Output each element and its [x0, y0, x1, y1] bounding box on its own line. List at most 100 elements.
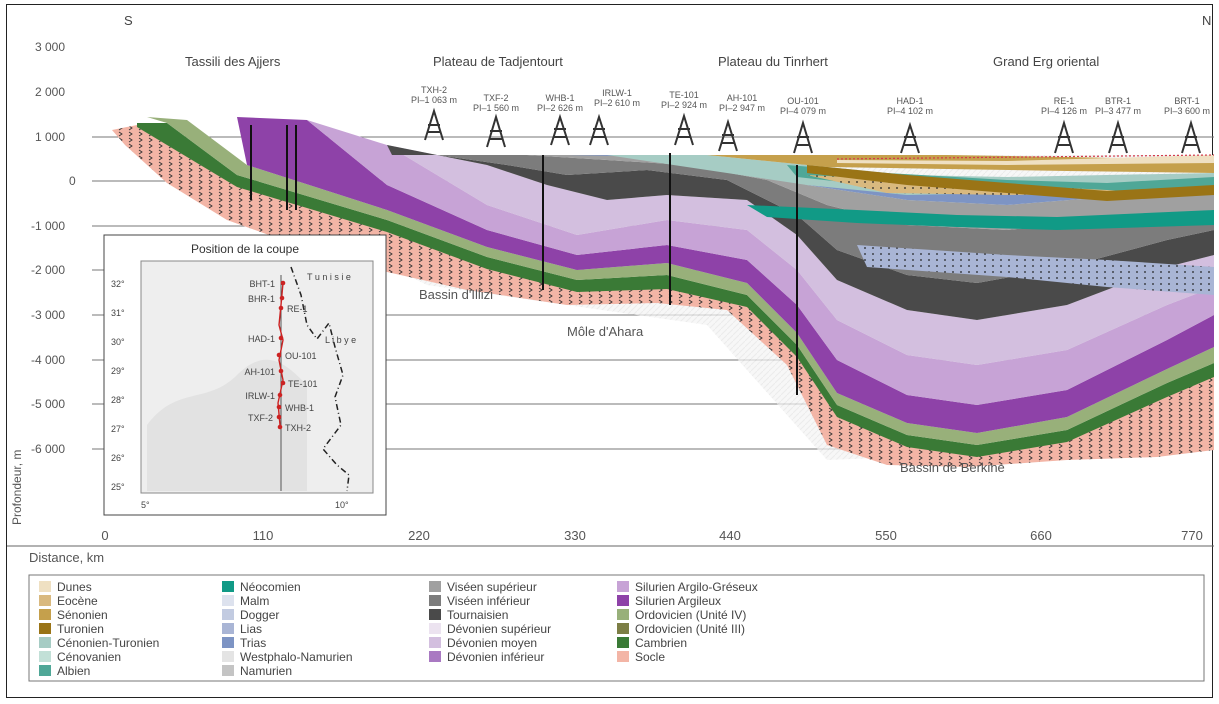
well-marker: OU-101 PI–4 079 m [780, 96, 826, 154]
y-tick: -1 000 [31, 219, 65, 233]
legend-swatch [429, 609, 441, 620]
legend-label: Trias [240, 636, 266, 650]
legend-swatch [39, 609, 51, 620]
well-marker: AH-101 PI–2 947 m [718, 93, 765, 152]
legend-swatch [617, 651, 629, 662]
y-tick: -3 000 [31, 308, 65, 322]
basin-label: Bassin d'Illizi [419, 287, 493, 302]
inset-title: Position de la coupe [191, 242, 299, 256]
inset-well-label: OU-101 [285, 351, 317, 361]
x-tick: 440 [719, 528, 741, 543]
legend-swatch [222, 665, 234, 676]
legend-swatch [39, 665, 51, 676]
x-tick: 330 [564, 528, 586, 543]
legend-swatch [222, 595, 234, 606]
derrick-icon [1181, 119, 1201, 154]
lat-tick: 28° [111, 395, 125, 405]
well-depth: PI–2 610 m [594, 98, 640, 108]
legend-swatch [39, 637, 51, 648]
legend-swatch [429, 581, 441, 592]
legend-label: Viséen inférieur [447, 594, 530, 608]
lat-tick: 31° [111, 308, 125, 318]
y-axis-label: Profondeur, m [10, 450, 24, 525]
x-tick: 770 [1181, 528, 1203, 543]
country-label: T u n i s i e [307, 272, 351, 282]
legend-swatch [429, 623, 441, 634]
y-axis: 3 000 2 000 1 000 0 -1 000 -2 000 -3 000… [10, 40, 76, 525]
country-label: L i b y e [325, 335, 356, 345]
legend-label: Turonien [57, 622, 104, 636]
well-depth: PI–4 126 m [1041, 106, 1087, 116]
well-name: BRT-1 [1174, 96, 1199, 106]
well-depth: PI–4 079 m [780, 106, 826, 116]
legend-swatch [617, 609, 629, 620]
lat-tick: 32° [111, 279, 125, 289]
y-tick: -6 000 [31, 442, 65, 456]
inset-well-label: TE-101 [288, 379, 318, 389]
well-name: IRLW-1 [602, 88, 632, 98]
derrick-icon [1054, 119, 1074, 154]
derrick-icon [900, 121, 920, 154]
legend-label: Silurien Argilo-Gréseux [635, 580, 758, 594]
well-marker: TXF-2 PI–1 560 m [473, 93, 519, 148]
legend-swatch [222, 609, 234, 620]
legend-label: Cambrien [635, 636, 687, 650]
legend-label: Dunes [57, 580, 92, 594]
inset-well-label: TXH-2 [285, 423, 311, 433]
x-axis-label: Distance, km [29, 550, 104, 565]
well-depth: PI–2 947 m [719, 103, 765, 113]
derrick-icon [424, 107, 444, 141]
y-tick: 3 000 [35, 40, 65, 54]
well-marker: TE-101 PI–2 924 m [661, 90, 707, 146]
inset-map: Position de la coupe 32° 31° 30° 29° 28°… [103, 234, 387, 516]
legend-label: Néocomien [240, 580, 301, 594]
north-label: N [1202, 13, 1211, 28]
legend: DunesEocèneSénonienTuronienCénonien-Turo… [28, 574, 1205, 682]
legend-swatch [39, 651, 51, 662]
legend-swatch [617, 637, 629, 648]
x-tick: 550 [875, 528, 897, 543]
legend-swatch [222, 623, 234, 634]
well-name: TE-101 [669, 90, 699, 100]
well-marker: HAD-1 PI–4 102 m [887, 96, 933, 154]
well-name: OU-101 [787, 96, 819, 106]
well-marker: RE-1 PI–4 126 m [1041, 96, 1087, 154]
legend-swatch [617, 595, 629, 606]
well-name: AH-101 [727, 93, 758, 103]
well-name: TXF-2 [483, 93, 508, 103]
legend-label: Socle [635, 650, 665, 664]
region-label: Plateau de Tadjentourt [433, 54, 563, 69]
inset-well-label: RE-1 [287, 304, 308, 314]
basin-label: Bassin de Berkine [900, 460, 1005, 475]
legend-label: Viséen supérieur [447, 580, 537, 594]
legend-swatch [222, 637, 234, 648]
well-depth: PI–3 477 m [1095, 106, 1141, 116]
inset-well-label: TXF-2 [248, 413, 273, 423]
legend-label: Dogger [240, 608, 279, 622]
basin-label: Môle d'Ahara [567, 324, 644, 339]
legend-label: Ordovicien (Unité IV) [635, 608, 746, 622]
legend-swatch [39, 595, 51, 606]
x-axis: 0 110 220 330 440 550 660 770 Distance, … [7, 528, 1214, 565]
derrick-icon [674, 112, 694, 146]
well-name: BTR-1 [1105, 96, 1131, 106]
well-marker: BTR-1 PI–3 477 m [1095, 96, 1141, 154]
lat-tick: 26° [111, 453, 125, 463]
well-marker: TXH-2 PI–1 063 m [411, 85, 457, 141]
well-depth: PI–2 626 m [537, 103, 583, 113]
well-depth: PI–1 560 m [473, 103, 519, 113]
cross-section-figure: S N 3 000 2 000 1 000 0 -1 000 -2 000 -3… [7, 13, 1215, 682]
inset-well-label: WHB-1 [285, 403, 314, 413]
legend-label: Malm [240, 594, 269, 608]
legend-label: Eocène [57, 594, 98, 608]
derrick-icon [486, 113, 506, 148]
legend-label: Westphalo-Namurien [240, 650, 353, 664]
x-tick: 220 [408, 528, 430, 543]
derrick-icon [550, 113, 570, 146]
figure-frame: S N 3 000 2 000 1 000 0 -1 000 -2 000 -3… [6, 4, 1215, 698]
x-tick: 0 [101, 528, 108, 543]
well-name: TXH-2 [421, 85, 447, 95]
well-depth: PI–1 063 m [411, 95, 457, 105]
legend-label: Cénonien-Turonien [57, 636, 159, 650]
legend-swatch [222, 581, 234, 592]
